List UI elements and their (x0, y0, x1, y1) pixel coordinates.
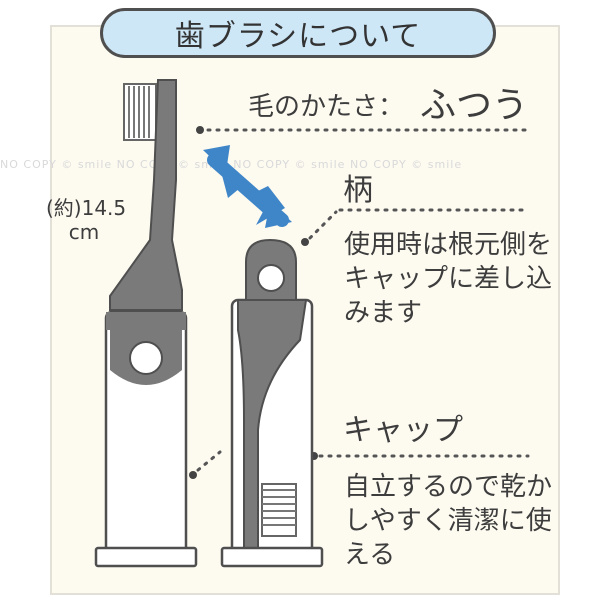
hardness-value: ふつう (420, 85, 529, 126)
watermark: NO COPY © smile NO COPY © smile NO COPY … (0, 158, 463, 171)
handle-description: 使用時は根元側をキャップに差し込みます (344, 230, 553, 328)
brush-stored (220, 238, 324, 568)
handle-label: 柄 (343, 173, 373, 208)
hardness-label: 毛のかたさ： (248, 92, 405, 122)
swap-arrow-icon (203, 145, 292, 228)
cap-label: キャップ (343, 413, 463, 448)
length-label: (約)14.5 cm (46, 196, 127, 244)
cap-description: 自立するので乾かしやすく清潔に使える (344, 472, 553, 570)
brush-assembled (94, 79, 198, 568)
page-title: 歯ブラシについて (100, 8, 496, 58)
leader-hardness (196, 126, 204, 134)
